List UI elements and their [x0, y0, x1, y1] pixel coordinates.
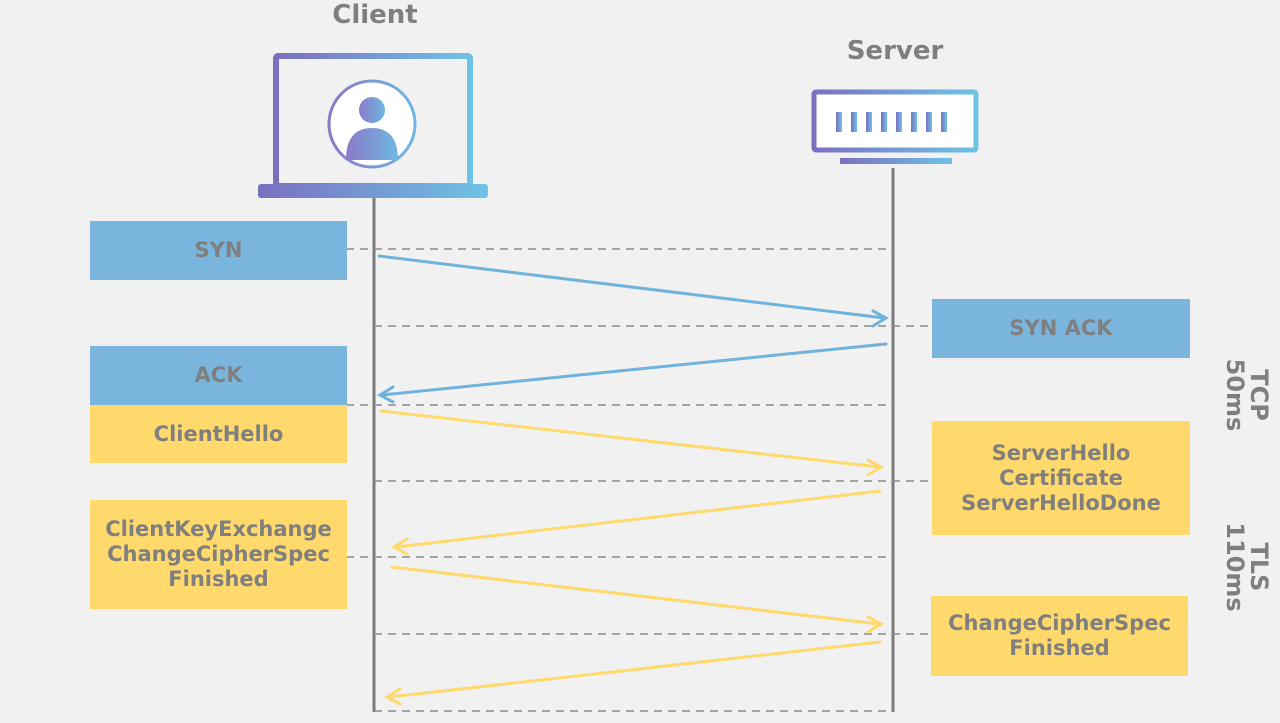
- server-label: Server: [846, 36, 944, 66]
- syn-ack-box: SYN ACK: [932, 299, 1190, 358]
- server-hello-box: ServerHello Certificate ServerHelloDone: [932, 421, 1190, 535]
- server-rack-icon: [811, 89, 979, 164]
- tls-arrows: [379, 409, 885, 706]
- ack-box: ACK: [90, 346, 347, 405]
- client-label: Client: [332, 0, 418, 30]
- arrow-client-key-exchange: [390, 565, 881, 626]
- arrow-syn-ack: [380, 342, 888, 397]
- tls-phase-label: TLS 110ms: [1221, 522, 1273, 612]
- arrow-client-hello: [379, 409, 881, 469]
- change-cipher-spec-box: ChangeCipherSpec Finished: [931, 596, 1188, 676]
- arrow-server-hello: [394, 489, 882, 549]
- tcp-phase-label: TCP 50ms: [1221, 358, 1273, 432]
- dashed-guides: [346, 248, 933, 712]
- syn-box: SYN: [90, 221, 347, 280]
- tcp-arrows: [376, 254, 890, 404]
- laptop-user-icon: [258, 53, 488, 198]
- client-key-exchange-box: ClientKeyExchange ChangeCipherSpec Finis…: [90, 500, 347, 609]
- arrow-change-cipher-spec: [387, 640, 882, 699]
- arrow-syn: [377, 254, 886, 320]
- client-hello-box: ClientHello: [90, 405, 347, 463]
